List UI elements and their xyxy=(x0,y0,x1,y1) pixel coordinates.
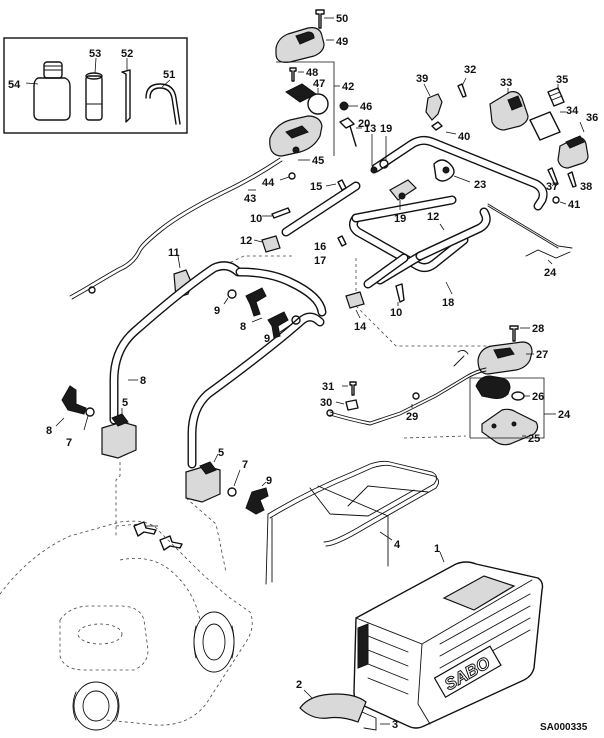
callout-45: 46 xyxy=(360,101,372,113)
callout-8: 8 xyxy=(240,321,246,333)
callout-32: 33 xyxy=(500,77,512,89)
callout-48: 49 xyxy=(336,36,348,48)
callout-40: 41 xyxy=(568,199,580,211)
callout-17: 18 xyxy=(442,297,454,309)
callout-42: 43 xyxy=(244,193,256,205)
callout-24: 25 xyxy=(528,433,540,445)
oil-bottle-part xyxy=(33,61,71,121)
callout-5: 5 xyxy=(122,397,128,409)
middle-handle-parts: 12 10 15 16 17 14 10 xyxy=(213,179,409,333)
callout-44: 45 xyxy=(312,155,324,167)
callout-26: 27 xyxy=(536,349,548,361)
lower-handle-assembly: 11 8 9 9 8 8 7 5 xyxy=(46,247,327,573)
callout-8b: 8 xyxy=(46,425,52,437)
callout-12: 12 xyxy=(240,235,252,247)
callout-37: 38 xyxy=(580,181,592,193)
callout-12b: 14 xyxy=(354,321,367,333)
callout-21: 23 xyxy=(474,179,486,191)
bolt-set-54 xyxy=(133,521,183,551)
callout-28: 29 xyxy=(406,411,418,423)
callout-27: 28 xyxy=(532,323,544,335)
callout-15: 15 xyxy=(310,181,322,193)
callout-47: 48 xyxy=(306,67,318,79)
callout-7: 7 xyxy=(66,437,72,449)
callout-11: 11 xyxy=(168,247,180,259)
throttle-control-assembly: 50 49 42 48 47 46 13 45 xyxy=(69,9,376,300)
callout-53: 54 xyxy=(8,79,21,91)
callout-29: 30 xyxy=(320,397,332,409)
bent-rod-part xyxy=(145,83,181,125)
callout-43: 44 xyxy=(262,177,275,189)
callout-20: 20 xyxy=(358,118,370,130)
callout-14: 13 xyxy=(364,123,376,135)
callout-13: 12 xyxy=(427,211,439,223)
accessory-kit-box: 54 53 52 51 xyxy=(3,37,188,134)
callout-4: 4 xyxy=(394,539,401,551)
callout-50: 51 xyxy=(163,69,175,81)
allen-key-part xyxy=(121,69,131,123)
callout-22: 24 xyxy=(544,267,557,279)
callout-25: 26 xyxy=(532,391,544,403)
callout-2: 2 xyxy=(296,679,302,691)
upper-handle-assembly: 12 18 19 20 19 23 24 39 32 xyxy=(348,64,598,347)
catcher-frame: 4 xyxy=(265,460,439,585)
callout-1: 1 xyxy=(434,543,440,555)
catcher-bag: SABO 1 xyxy=(353,543,544,729)
callout-5b: 5 xyxy=(218,447,224,459)
callout-39: 40 xyxy=(458,131,470,143)
callout-38: 39 xyxy=(416,73,428,85)
callout-16: 17 xyxy=(314,255,326,267)
callout-51: 52 xyxy=(121,48,133,60)
reference-code: SA000335 xyxy=(540,722,588,733)
callout-49: 50 xyxy=(336,13,348,25)
callout-6: 8 xyxy=(140,375,146,387)
callout-9b: 9 xyxy=(264,333,270,345)
callout-34: 35 xyxy=(556,74,568,86)
callout-8c: 9 xyxy=(266,475,272,487)
callout-46: 47 xyxy=(313,78,325,90)
callout-36: 37 xyxy=(546,181,558,193)
callout-15b: 16 xyxy=(314,241,326,253)
callout-30: 31 xyxy=(322,381,334,393)
callout-10: 10 xyxy=(250,213,262,225)
flap-parts: 2 3 xyxy=(296,679,398,731)
callout-52: 53 xyxy=(89,48,101,60)
mower-deck-outline xyxy=(0,520,253,731)
callout-9: 9 xyxy=(214,305,220,317)
callout-19: 19 xyxy=(380,123,392,135)
cable-control-assembly: 28 27 26 25 24 29 30 31 xyxy=(320,323,571,446)
callout-31: 32 xyxy=(464,64,476,76)
callout-33: 34 xyxy=(566,105,579,117)
callout-3: 3 xyxy=(392,719,398,731)
callout-10b: 10 xyxy=(390,307,402,319)
callout-35: 36 xyxy=(586,112,598,124)
callout-23: 24 xyxy=(558,409,571,421)
plug-socket-part xyxy=(85,72,103,121)
callout-41: 42 xyxy=(342,81,354,93)
callout-7b: 7 xyxy=(242,459,248,471)
callout-18: 19 xyxy=(394,213,406,225)
